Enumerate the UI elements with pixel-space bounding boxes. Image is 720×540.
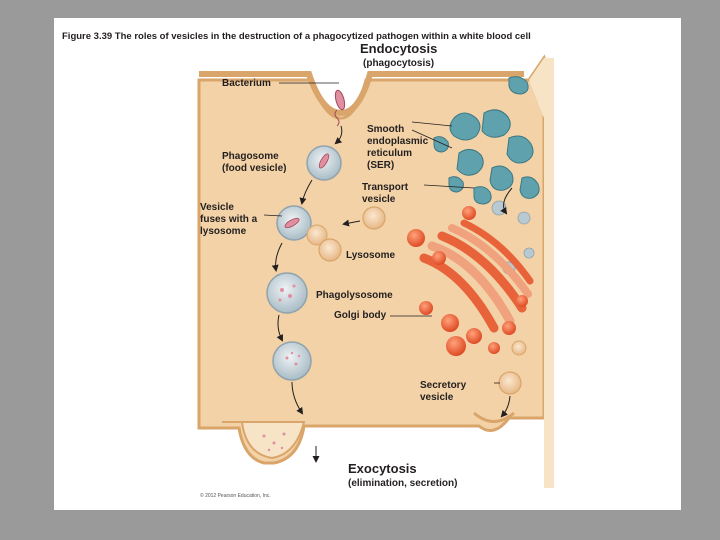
label-transport-2: vesicle [362,194,396,205]
leader-lines [263,82,500,384]
label-vesicle-fuses-3: lysosome [200,226,247,237]
label-transport-1: Transport [362,182,409,193]
label-vesicle-fuses-2: fuses with a [200,214,258,225]
smooth-er [433,76,540,205]
phagolysosome-2 [272,341,312,381]
pathway-arrows [271,125,513,463]
label-secretory-1: Secretory [420,380,467,391]
label-secretory-2: vesicle [420,392,454,403]
plasma-membrane [199,71,524,117]
exocytosed-debris [262,432,286,452]
copyright: © 2012 Pearson Education, Inc. [200,492,271,499]
label-phagosome-2: (food vesicle) [222,163,286,174]
label-ser-2: endoplasmic [367,136,429,147]
label-exocytosis-sub: (elimination, secretion) [348,478,457,489]
figure-title: Figure 3.39 The roles of vesicles in the… [62,31,531,42]
vesicle-diagram: Figure 3.39 The roles of vesicles in the… [62,31,554,499]
label-lysosome: Lysosome [346,250,396,261]
golgi-vesicles [407,206,528,356]
label-phagolysosome: Phagolysosome [316,290,393,301]
label-endocytosis-sub: (phagocytosis) [363,58,434,69]
golgi-body [419,219,534,333]
label-ser-1: Smooth [367,124,404,135]
phagolysosome-1 [266,272,308,314]
fusing-vesicle [276,205,328,246]
transport-vesicle [362,206,386,230]
label-vesicle-fuses-1: Vesicle [200,202,234,213]
label-bacterium: Bacterium [222,78,271,89]
secretory-vesicle [498,371,522,395]
label-exocytosis: Exocytosis [348,461,417,476]
bacterium [334,89,346,127]
lysosome-vesicle [318,238,342,262]
label-ser-4: (SER) [367,160,394,171]
phagosome-vesicle [306,145,342,181]
label-endocytosis: Endocytosis [360,41,437,56]
label-phagosome-1: Phagosome [222,151,279,162]
figure-slide: Figure 3.39 The roles of vesicles in the… [54,18,681,510]
label-ser-3: reticulum [367,148,412,159]
label-golgi: Golgi body [334,310,387,321]
